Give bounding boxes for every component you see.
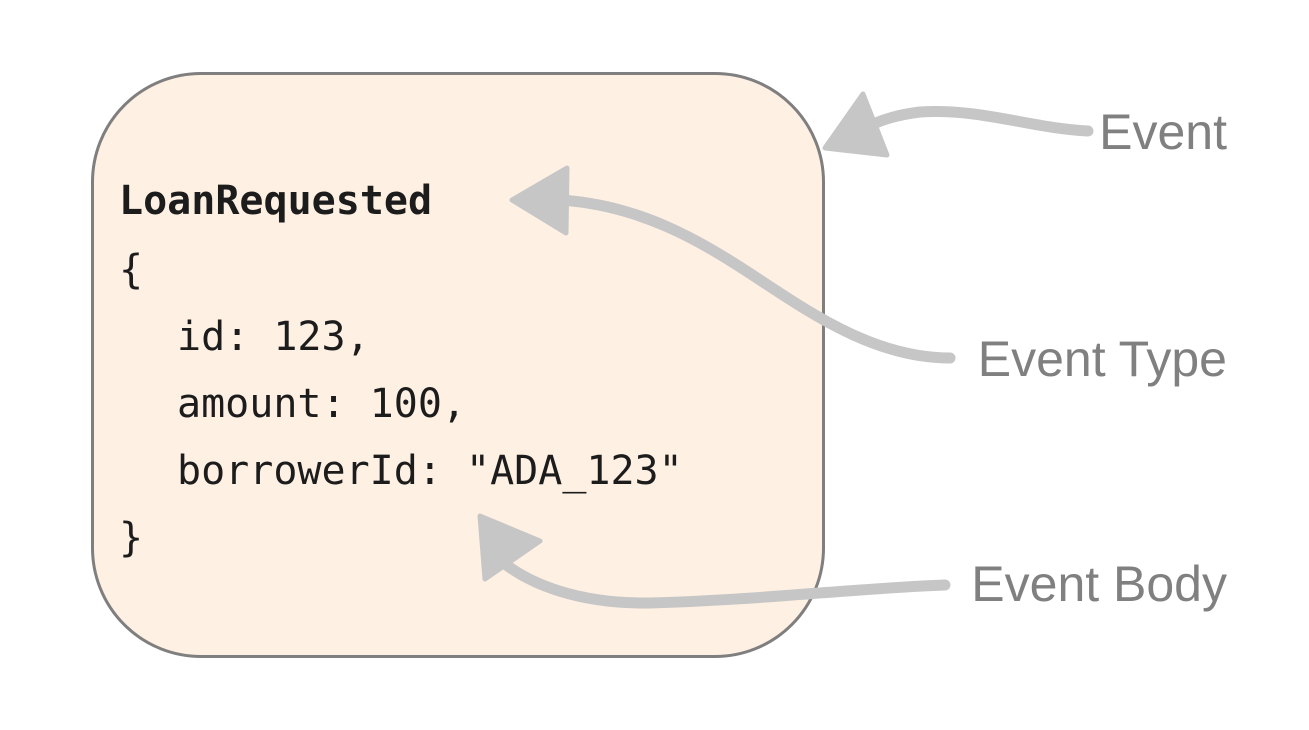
event-field-id: id: 123, bbox=[177, 314, 370, 360]
event-field-amount: amount: 100, bbox=[177, 381, 466, 427]
event-body-open-brace: { bbox=[119, 247, 144, 293]
label-event: Event bbox=[1099, 104, 1227, 160]
event-card bbox=[91, 72, 825, 658]
label-event-type: Event Type bbox=[977, 331, 1227, 387]
label-event-body: Event Body bbox=[971, 556, 1227, 612]
arrow-to-event bbox=[856, 105, 1094, 137]
arrowhead-event bbox=[822, 91, 890, 158]
event-body-close-brace: } bbox=[119, 515, 144, 561]
event-type-name: LoanRequested bbox=[119, 178, 433, 224]
event-field-borrower-id: borrowerId: "ADA_123" bbox=[177, 448, 683, 494]
